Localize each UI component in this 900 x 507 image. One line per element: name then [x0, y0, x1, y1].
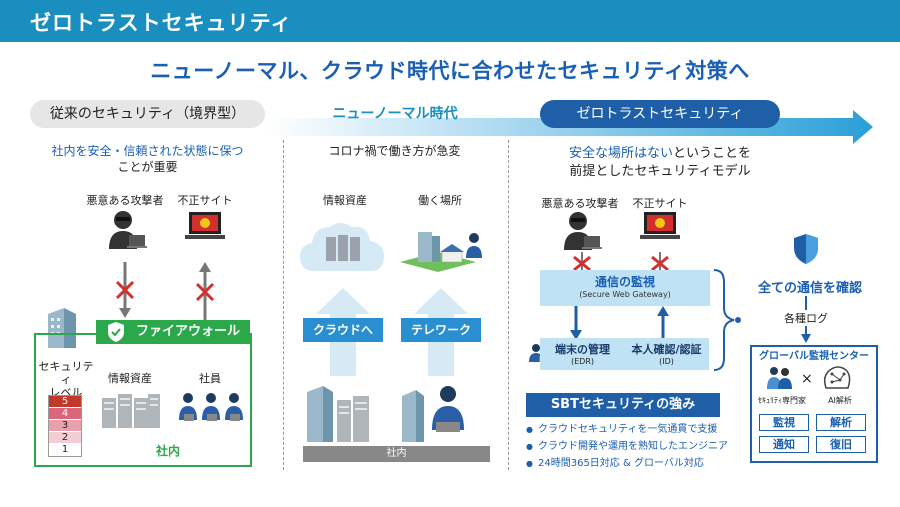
identity-auth-box: 本人確認/認証 (ID) — [624, 338, 709, 370]
right-desc-rest: ということを — [673, 146, 752, 161]
right-desc-line2: 前提としたセキュリティモデル — [569, 164, 751, 179]
security-level-scale: 5 4 3 2 1 — [48, 395, 82, 457]
expert-label: ｾｷｭﾘﾃｨ専門家 — [758, 396, 806, 405]
to-cloud-label: クラウドへ — [303, 318, 383, 342]
cloud-servers-icon — [300, 223, 384, 271]
up-arrow-id-icon — [657, 306, 669, 340]
traditional-security-pill: 従来のセキュリティ（境界型） — [30, 100, 265, 128]
bad-site-laptop-icon — [185, 212, 225, 239]
level-5: 5 — [49, 396, 81, 408]
shield-check-icon — [108, 322, 124, 342]
security-level-label: セキュリティ レベル — [38, 360, 94, 399]
right-desc-line1: 安全な場所はないということを — [540, 142, 780, 161]
sbt-point-1: クラウドセキュリティを一気通貫で支援 — [526, 421, 746, 438]
identity-subtitle: (ID) — [659, 357, 674, 366]
recovery-button: 復旧 — [816, 436, 866, 453]
blocked-up-arrow-icon — [195, 262, 215, 320]
identity-title: 本人確認/認証 — [631, 343, 702, 356]
left-attacker-label: 悪意ある攻撃者 — [86, 194, 164, 207]
office-worker-icon — [402, 386, 464, 442]
new-normal-label: ニューノーマル時代 — [332, 106, 458, 122]
right-bad-site-laptop-icon — [640, 212, 680, 239]
endpoint-subtitle: (EDR) — [570, 357, 594, 366]
ai-analysis-icon — [823, 366, 851, 389]
sbt-point-3: 24時間365日対応 & グローバル対応 — [526, 455, 746, 472]
servers-icon — [102, 394, 160, 428]
shield-icon — [794, 234, 818, 264]
middle-info-assets-label: 情報資産 — [323, 194, 367, 207]
level-3: 3 — [49, 420, 81, 432]
middle-work-place-label: 働く場所 — [418, 194, 462, 207]
global-monitoring-center-box — [750, 345, 878, 463]
middle-inside-bar: 社内 — [303, 446, 490, 462]
right-desc-highlight: 安全な場所はない — [568, 146, 673, 161]
zero-trust-pill: ゼロトラストセキュリティ — [540, 100, 780, 128]
web-monitoring-box: 通信の監視 (Secure Web Gateway) — [540, 270, 710, 306]
endpoint-management-box: 端末の管理 (EDR) — [540, 338, 625, 370]
notify-button: 通知 — [759, 436, 809, 453]
left-bad-site-label: 不正サイト — [177, 194, 233, 207]
sbt-point-2: クラウド開発や運用を熟知したエンジニア — [526, 438, 746, 455]
right-bad-site-label: 不正サイト — [632, 197, 688, 210]
office-servers-icon — [307, 386, 369, 442]
logs-label: 各種ログ — [776, 310, 836, 326]
level-2: 2 — [49, 432, 81, 444]
left-inside-label: 社内 — [156, 444, 181, 458]
times-icon: × — [801, 371, 813, 387]
telework-label: テレワーク — [401, 318, 481, 342]
middle-desc: コロナ禍で働き方が急変 — [328, 144, 461, 158]
bracket-icon — [713, 269, 741, 371]
endpoint-title: 端末の管理 — [555, 343, 610, 356]
ai-label: AI解析 — [828, 396, 852, 405]
monitor-button: 監視 — [759, 414, 809, 431]
page-subtitle: ニューノーマル、クラウド時代に合わせたセキュリティ対策へ — [150, 59, 750, 83]
right-attacker-label: 悪意ある攻撃者 — [541, 197, 619, 210]
left-desc-line1: 社内を安全・信頼された状態に保つ — [51, 144, 244, 158]
down-arrow-edr-icon — [570, 306, 582, 340]
divider-left — [283, 140, 284, 470]
monitor-title: 通信の監視 — [594, 275, 655, 289]
divider-right — [508, 140, 509, 470]
verify-all-label: 全ての通信を確認 — [757, 281, 862, 296]
monitor-subtitle: (Secure Web Gateway) — [579, 290, 671, 299]
analysis-button: 解析 — [816, 414, 866, 431]
blocked-down-arrow-icon — [115, 262, 135, 318]
left-info-assets-label: 情報資産 — [108, 372, 152, 385]
office-building-icon — [48, 308, 76, 348]
level-4: 4 — [49, 408, 81, 420]
right-attacker-icon — [564, 212, 602, 250]
left-desc-line2: ことが重要 — [117, 160, 178, 174]
left-employees-label: 社員 — [199, 372, 221, 385]
attacker-icon — [109, 211, 147, 249]
global-center-title: グローバル監視センター — [759, 351, 869, 362]
work-places-icon — [400, 232, 482, 272]
employees-icon — [179, 393, 243, 421]
sbt-strengths-list: クラウドセキュリティを一気通貫で支援 クラウド開発や運用を熟知したエンジニア 2… — [526, 421, 746, 472]
level-1: 1 — [49, 444, 81, 456]
sbt-strengths-header: SBTセキュリティの強み — [526, 393, 720, 417]
security-expert-icon — [767, 367, 792, 389]
page-title: ゼロトラストセキュリティ — [30, 11, 293, 35]
header-bar — [0, 0, 900, 42]
